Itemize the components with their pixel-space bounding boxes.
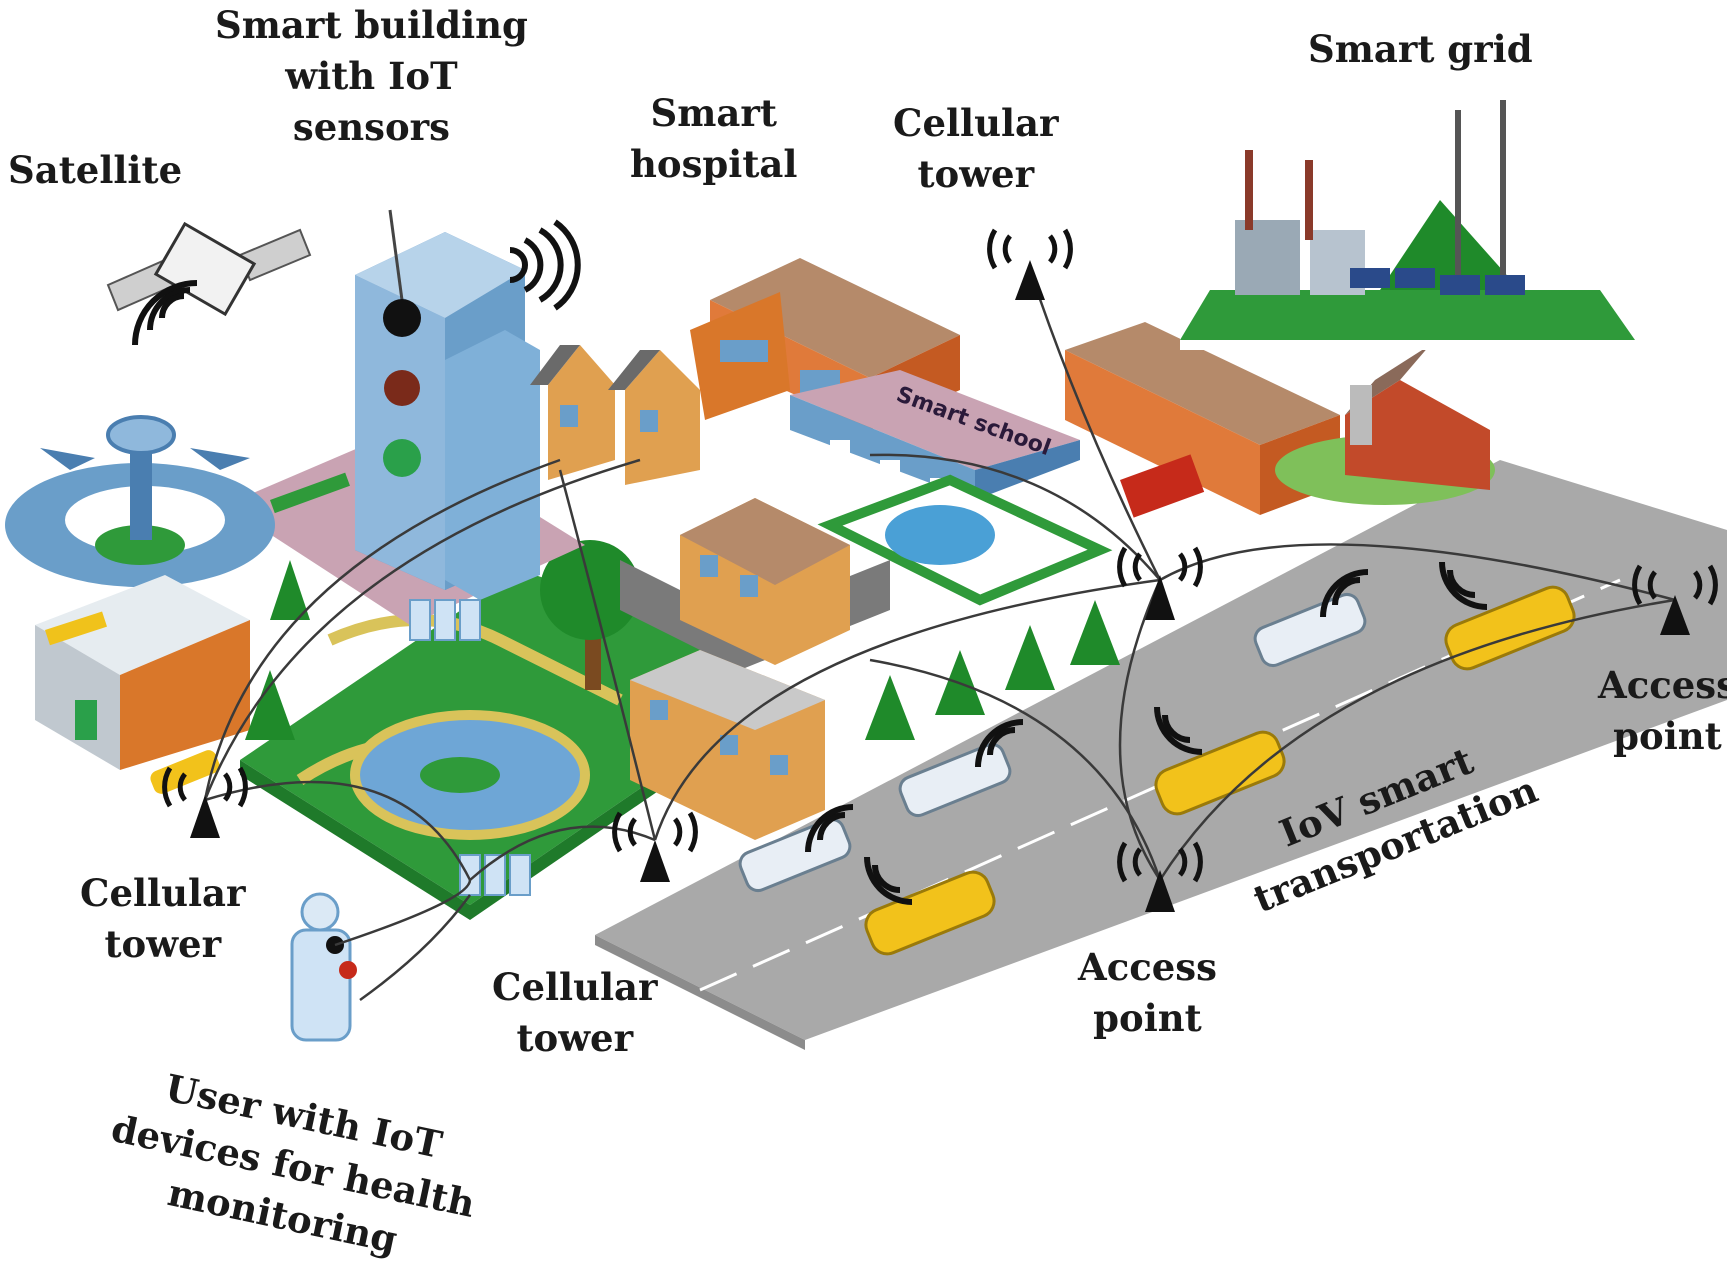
bus — [1253, 592, 1367, 668]
label-access-point-bottom: Access point — [1078, 945, 1217, 1040]
user-figure — [290, 892, 357, 1042]
sensor-dot-brown — [384, 370, 420, 406]
cellular-tower-icon-bottom — [612, 811, 698, 882]
wifi-signal-icon — [509, 219, 581, 311]
sensor-dot-black — [383, 299, 421, 337]
iot-device-dot — [339, 961, 357, 979]
label-cellular-tower-bottom: Cellular tower — [492, 965, 658, 1060]
label-access-point-right: Access point — [1598, 663, 1727, 758]
cellular-tower-icon-top — [987, 228, 1073, 300]
satellite-icon — [106, 221, 312, 346]
fire-truck — [1120, 454, 1205, 518]
label-satellite: Satellite — [8, 148, 183, 192]
label-cellular-tower-left: Cellular tower — [80, 871, 246, 966]
apartment-building — [630, 650, 825, 840]
solar-panels — [1350, 268, 1525, 295]
bus — [898, 742, 1012, 818]
label-smart-hospital: Smart hospital — [630, 91, 798, 186]
pool — [885, 505, 995, 565]
airplane-icon — [40, 448, 95, 470]
vehicle-signal-icons — [805, 561, 1488, 905]
barn — [1275, 345, 1495, 505]
communication-links — [203, 269, 1676, 1002]
taxi — [150, 750, 220, 794]
access-point-icon-bottom — [1117, 841, 1203, 912]
smart-building — [355, 209, 540, 600]
label-smart-grid: Smart grid — [1308, 27, 1533, 71]
railway-building — [620, 498, 890, 670]
smart-grid — [1180, 90, 1635, 350]
sensor-pointer-line — [388, 209, 404, 301]
gas-station — [35, 575, 250, 770]
access-point-icon-right — [1632, 564, 1718, 635]
houses — [530, 345, 700, 485]
cellular-tower-icon-left — [162, 766, 248, 838]
access-point-icon-center — [1117, 546, 1203, 620]
label-cellular-tower-top: Cellular tower — [893, 101, 1059, 196]
airplane-icon — [190, 448, 250, 470]
airport — [5, 415, 275, 587]
taxi — [864, 870, 996, 956]
label-smart-building: Smart building with IoT sensors — [215, 3, 528, 149]
sensor-dot-green — [383, 439, 421, 477]
